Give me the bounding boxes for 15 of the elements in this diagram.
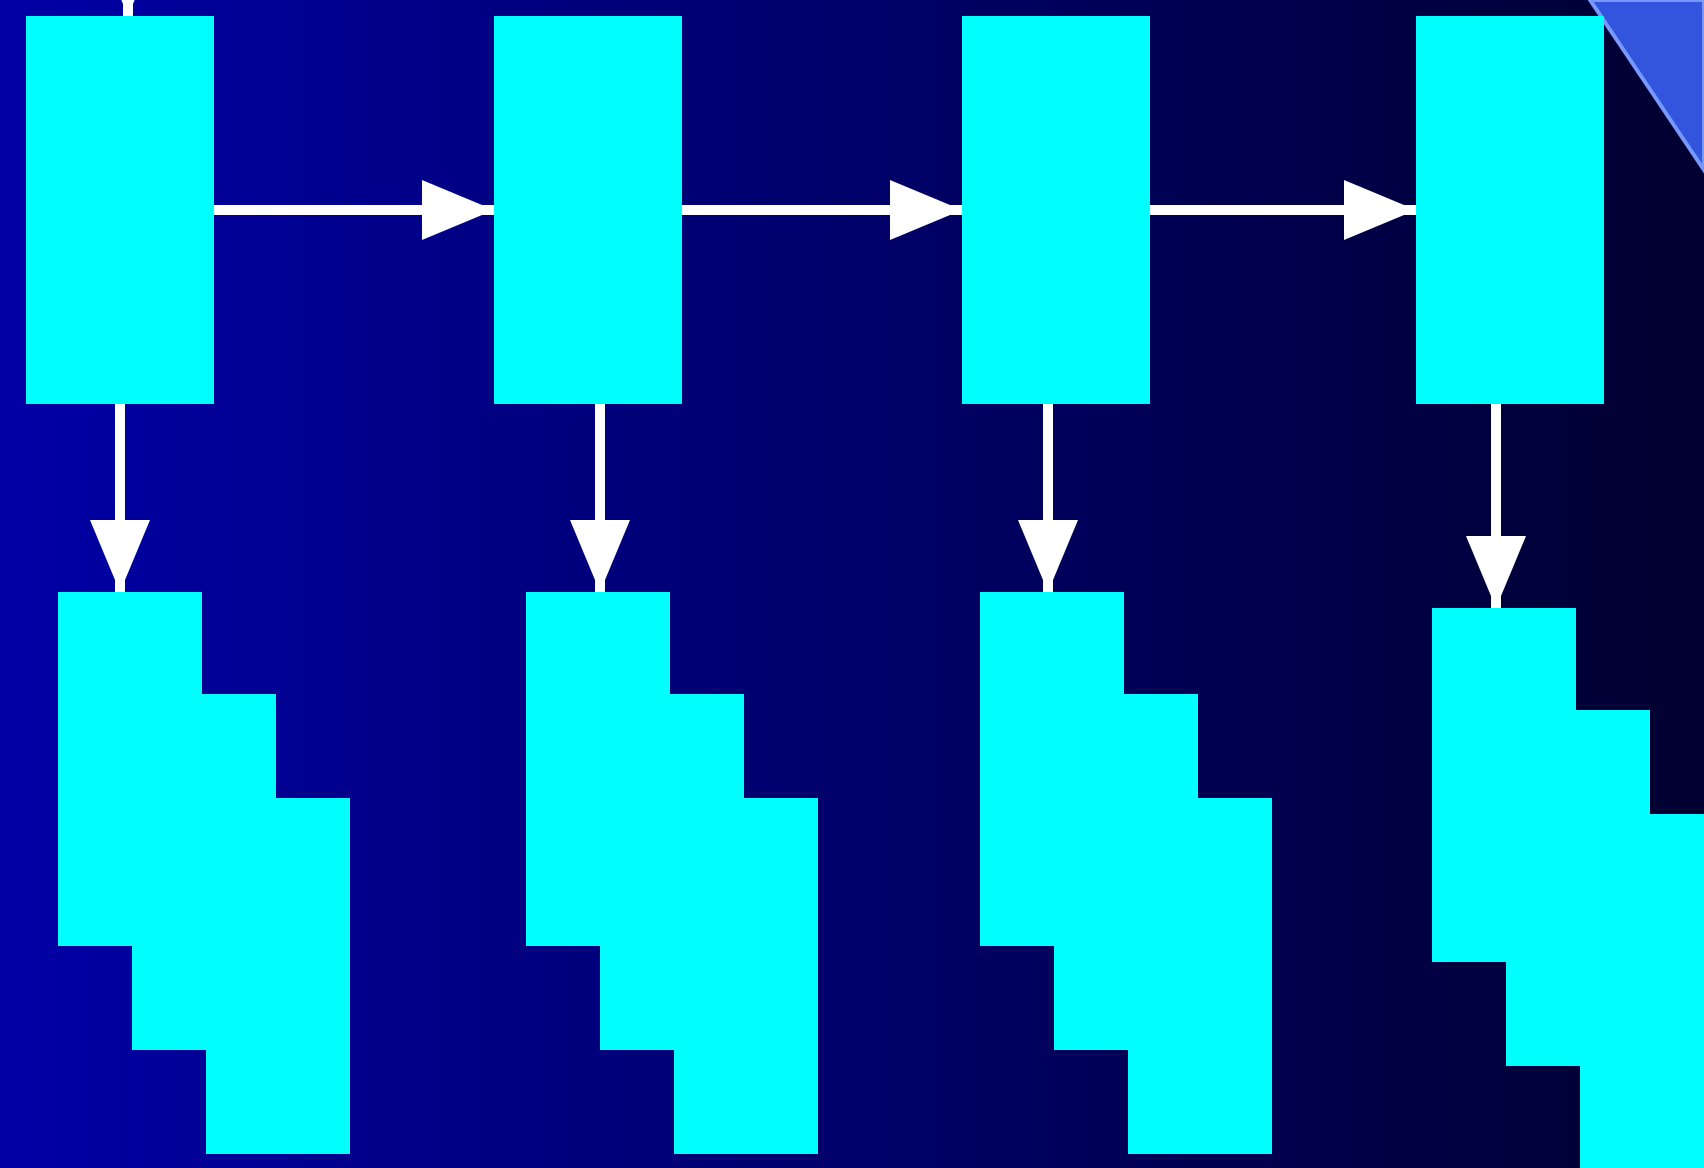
stepped-block-stack [1432, 608, 1704, 1168]
stepped-block-stack [526, 592, 818, 1154]
block [1416, 16, 1604, 404]
stepped-block-stack [980, 592, 1272, 1154]
block [962, 16, 1150, 404]
arrow [1466, 404, 1526, 608]
block [26, 16, 214, 404]
arrow [1150, 180, 1416, 240]
stepped-block-stack [58, 592, 350, 1154]
arrow [90, 404, 150, 592]
arrow [1018, 404, 1078, 592]
arrow [214, 180, 494, 240]
block [494, 16, 682, 404]
arrow [682, 180, 962, 240]
arrow [570, 404, 630, 592]
